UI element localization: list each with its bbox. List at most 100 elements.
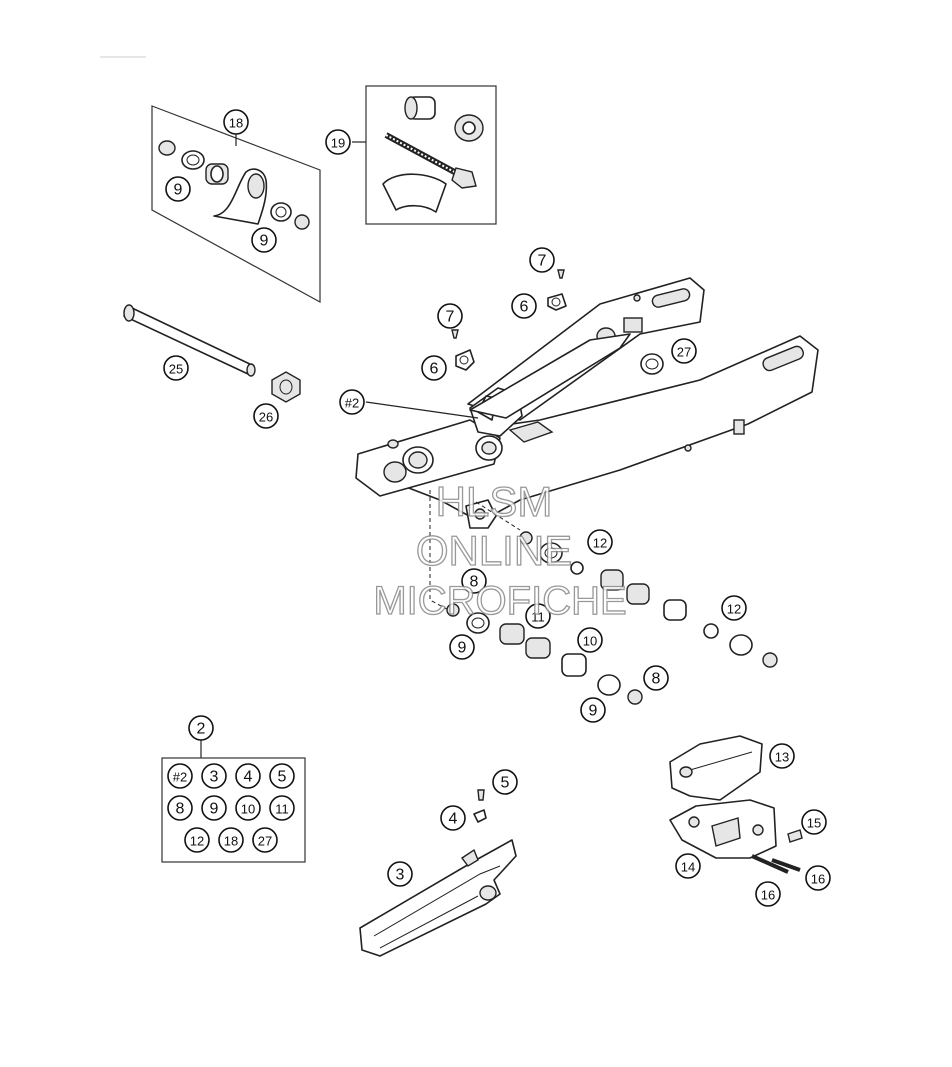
callout-label: 27 xyxy=(677,345,691,360)
callout-c10: 10 xyxy=(577,627,603,653)
callout-label: 5 xyxy=(501,775,510,792)
kit-item-label: #2 xyxy=(173,770,187,785)
callout-label: 6 xyxy=(430,361,439,378)
bushing-upper-right xyxy=(762,652,778,668)
seal-lower xyxy=(466,612,490,634)
callout-c13: 13 xyxy=(769,743,795,769)
watermark: HLSM ONLINE MICROFICHE xyxy=(373,477,628,623)
kit-item-circle xyxy=(201,795,227,821)
kit-item-label: 27 xyxy=(258,834,272,849)
callout-label: 13 xyxy=(775,750,789,765)
kit-item-circle xyxy=(218,827,244,853)
bushing-right xyxy=(294,214,310,230)
chain-guide-13 xyxy=(669,735,763,801)
callout-c8b: 8 xyxy=(643,665,669,691)
callout-c8a: 8 xyxy=(461,568,487,594)
chain-guide-assembly xyxy=(669,735,803,874)
axle-shaft xyxy=(123,307,255,375)
callout-label: 7 xyxy=(446,309,455,326)
callout-label: 8 xyxy=(652,671,661,688)
callout-circle xyxy=(437,303,463,329)
lower-axle-slot xyxy=(762,345,804,372)
callout-label: 15 xyxy=(807,816,821,831)
callout-c2: 2 xyxy=(188,715,214,741)
pivot-bearing-stack xyxy=(446,531,778,705)
callout-circle xyxy=(675,853,701,879)
watermark-line2: ONLINE xyxy=(416,527,572,574)
callout-c15: 15 xyxy=(801,809,827,835)
needle-bearing-lower-b xyxy=(525,637,551,659)
assembly-guide-line-right xyxy=(475,501,521,531)
callout-c9d: 9 xyxy=(580,697,606,723)
guide-screw-15 xyxy=(787,829,803,843)
callout-circle xyxy=(511,293,537,319)
callout-label: 2 xyxy=(197,721,206,738)
hose-clamp-upper xyxy=(547,293,567,311)
callout-circle xyxy=(769,743,795,769)
callout-label: 26 xyxy=(259,410,273,425)
callout-circle xyxy=(387,861,413,887)
callout-circle xyxy=(339,389,365,415)
callout-circle xyxy=(461,568,487,594)
callout-circle xyxy=(529,247,555,273)
callout-label: 9 xyxy=(260,233,269,250)
kit-item-circle xyxy=(252,827,278,853)
kit-item-label: 18 xyxy=(224,834,238,849)
kit-item-circle xyxy=(269,763,295,789)
bushing-lower-right xyxy=(627,689,643,705)
kit-item-row3-2: 27 xyxy=(252,827,278,853)
callout-c16a: 16 xyxy=(755,881,781,907)
guide-bolt-16a xyxy=(751,854,789,874)
kit-item-row1-2: 4 xyxy=(235,763,261,789)
callout-c25: 25 xyxy=(163,355,189,381)
callout-label: 9 xyxy=(174,182,183,199)
callout-circle xyxy=(671,338,697,364)
kit-item-circle xyxy=(184,827,210,853)
kit-item-row2-2: 10 xyxy=(235,795,261,821)
callout-c6a: 6 xyxy=(511,293,537,319)
callout-label: 9 xyxy=(589,703,598,720)
callout-circle xyxy=(805,865,831,891)
callout-label: 12 xyxy=(727,602,741,617)
kit-item-row2-1: 9 xyxy=(201,795,227,821)
kit-item-row2-3: 11 xyxy=(269,795,295,821)
callout-c5: 5 xyxy=(492,769,518,795)
kit-item-label: 10 xyxy=(241,802,255,817)
washer-upper xyxy=(519,531,533,545)
callout-label: 9 xyxy=(458,640,467,657)
leader-hash2 xyxy=(365,401,479,419)
callout-circle xyxy=(251,227,277,253)
seal-lower-right xyxy=(597,674,621,696)
seal-ring-left xyxy=(181,150,205,170)
upper-brace xyxy=(469,333,631,419)
assembly-guide-line-left xyxy=(429,490,453,613)
kit-item-circle xyxy=(201,763,227,789)
needle-bearing-lower-a xyxy=(499,623,525,645)
kit-item-label: 9 xyxy=(210,801,219,818)
callout-chash: #2 xyxy=(339,389,365,415)
callout-c19: 19 xyxy=(325,129,351,155)
callout-c14: 14 xyxy=(675,853,701,879)
swingarm-body xyxy=(355,277,819,529)
callout-c16b: 16 xyxy=(805,865,831,891)
kit-item-circle xyxy=(235,763,261,789)
callout-circle xyxy=(580,697,606,723)
watermark-line1: HLSM xyxy=(436,478,553,525)
kit-item-label: 12 xyxy=(190,834,204,849)
callout-circle xyxy=(223,109,249,135)
kit-item-circle xyxy=(167,763,193,789)
kit-item-row3-0: 12 xyxy=(184,827,210,853)
kit-item-label: 3 xyxy=(210,769,219,786)
kit-item-row1-0: #2 xyxy=(167,763,193,789)
axle-nut xyxy=(271,371,301,403)
upper-adjuster-block xyxy=(623,317,643,333)
callout-circle xyxy=(577,627,603,653)
kit-item-circle xyxy=(269,795,295,821)
callout-c7b: 7 xyxy=(437,303,463,329)
callout-circle xyxy=(492,769,518,795)
callout-label: 3 xyxy=(396,867,405,884)
lower-tab xyxy=(733,419,745,435)
callout-c12a: 12 xyxy=(587,529,613,555)
seal-ring-right xyxy=(270,202,292,222)
